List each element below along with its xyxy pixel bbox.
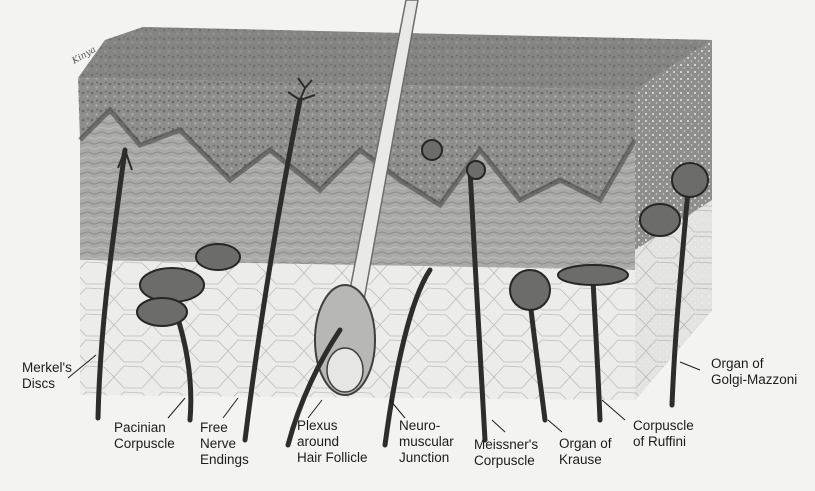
free-nerve-endings-nerve <box>242 97 303 443</box>
organ-of-krause-shape <box>509 269 551 311</box>
organ-of-golgi-mazzoni-shape <box>671 162 709 198</box>
leader-free-nerve-endings <box>222 397 239 419</box>
leader-meissners-corpuscle <box>491 419 506 433</box>
label-merkels-discs: Merkel's Discs <box>22 360 72 391</box>
merkels-discs-branches <box>117 149 133 171</box>
corpuscle-of-ruffini-nerve <box>590 277 603 423</box>
pacinian-corpuscle-shape <box>139 267 205 303</box>
label-corpuscle-of-ruffini: Corpuscle of Ruffini <box>633 418 694 449</box>
merkels-discs-nerve <box>95 147 128 421</box>
leader-organ-of-golgi-mazzoni <box>679 361 701 371</box>
label-pacinian-corpuscle: Pacinian Corpuscle <box>114 420 175 451</box>
organ-of-golgi-mazzoni-nerve <box>669 187 691 408</box>
leader-pacinian-corpuscle <box>167 397 186 419</box>
leader-plexus-hair-follicle <box>307 399 323 419</box>
label-organ-of-golgi-mazzoni: Organ of Golgi-Mazzoni <box>711 356 798 387</box>
leader-merkels-discs <box>67 354 97 379</box>
free-nerve-endings-branches <box>287 77 316 101</box>
leader-neuromuscular-junction <box>389 399 406 419</box>
neuromuscular-junction-nerve <box>382 267 433 448</box>
label-plexus-hair-follicle: Plexus around Hair Follicle <box>297 418 368 465</box>
dermal-papillae <box>80 110 635 270</box>
meissners-corpuscle-shape <box>421 139 443 161</box>
label-free-nerve-endings: Free Nerve Endings <box>200 420 249 467</box>
label-organ-of-krause: Organ of Krause <box>559 436 612 467</box>
epidermis-layer <box>78 78 635 205</box>
label-neuromuscular-junction: Neuro- muscular Junction <box>399 418 454 465</box>
meissners-corpuscle-nerve <box>467 167 488 443</box>
plexus-hair-follicle-nerve <box>285 327 343 448</box>
label-meissners-corpuscle: Meissner's Corpuscle <box>474 437 539 468</box>
leader-organ-of-krause <box>547 419 563 433</box>
leader-corpuscle-of-ruffini <box>601 399 626 421</box>
corpuscle-of-ruffini-shape <box>557 264 629 286</box>
